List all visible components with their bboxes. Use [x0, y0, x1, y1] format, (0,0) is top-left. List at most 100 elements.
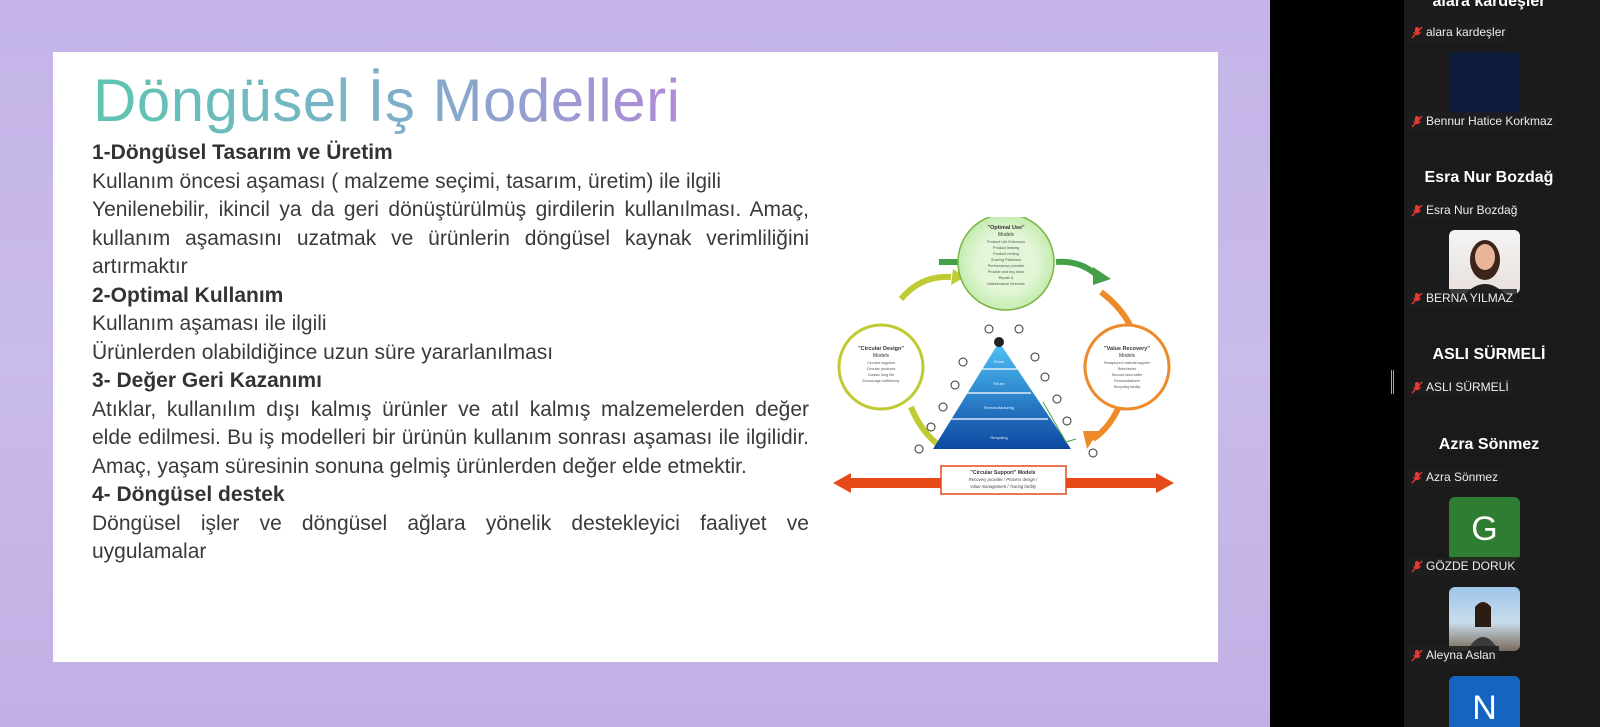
participant-initial-avatar[interactable]: G — [1449, 497, 1520, 561]
participant-tile[interactable]: Esra Nur Bozdağ — [1404, 201, 1600, 221]
participant-name-header: Azra Sönmez — [1438, 436, 1540, 453]
small-icon — [926, 422, 936, 432]
section-paragraph: Yenilenebilir, ikincil ya da geri dönüşt… — [92, 198, 809, 278]
pyramid-layer-label: Share — [994, 359, 1005, 364]
slide-title: Döngüsel İş Modelleri — [93, 67, 681, 134]
participant-name-header: ASLI SÜRMELİ — [1432, 346, 1546, 363]
circular-design-title: "Circular Design" — [858, 346, 904, 352]
optimal-use-item: Maintenance Services — [987, 282, 1024, 286]
participant-name-tag: GÖZDE DORUK — [1408, 557, 1520, 576]
circular-design-item: Encourage sufficiency — [862, 379, 899, 383]
participant-tile[interactable]: Azra Sönmez — [1404, 468, 1600, 488]
section-paragraph: Atıklar, kullanılım dışı kalmış ürünler … — [92, 397, 809, 478]
mic-muted-icon — [1411, 26, 1423, 39]
participant-name-tag: Bennur Hatice Korkmaz — [1408, 112, 1557, 131]
participant-video[interactable] — [1449, 52, 1520, 116]
value-recovery-item: Recaptured material supplier — [1104, 361, 1151, 365]
small-icon — [1040, 372, 1050, 382]
optimal-use-item: Performance provider — [988, 264, 1025, 268]
participant-tile[interactable]: Aleyna Aslan — [1404, 646, 1600, 666]
value-recovery-item: Remanufacturer — [1114, 379, 1141, 383]
circular-design-item: Circular products — [867, 367, 896, 371]
mic-muted-icon — [1411, 649, 1423, 662]
gutter — [1270, 0, 1404, 727]
small-icon — [1030, 352, 1040, 362]
arrow-head — [1083, 431, 1099, 449]
optimal-use-item: Sharing Platforms — [991, 258, 1021, 262]
circular-support-box — [940, 465, 1067, 495]
arrow-use-to-recovery — [1055, 258, 1102, 280]
small-icon — [984, 324, 994, 334]
arrow-orange-down — [1099, 289, 1134, 329]
value-recovery-item: Refurbisher — [1118, 367, 1137, 371]
mic-muted-icon — [1411, 204, 1423, 217]
participant-name-tag: ASLI SÜRMELİ — [1408, 378, 1513, 397]
small-icon — [958, 357, 968, 367]
mic-muted-icon — [1411, 381, 1423, 394]
circular-support-item: Value management / Tracing facility — [970, 484, 1037, 489]
participants-panel: alara kardeşler alara kardeşler Bennur H… — [1404, 0, 1600, 727]
value-recovery-circle — [1083, 323, 1171, 411]
small-icon — [950, 380, 960, 390]
participant-video[interactable] — [1449, 230, 1520, 294]
optimal-use-sub: Models — [998, 232, 1015, 238]
participant-avatar-photo — [1465, 240, 1505, 294]
participant-name: Bennur Hatice Korkmaz — [1426, 114, 1553, 128]
circular-design-item: Classic long life — [868, 373, 894, 377]
panel-resize-handle[interactable] — [1391, 370, 1394, 394]
participant-tile[interactable]: ASLI SÜRMELİ — [1404, 378, 1600, 398]
section-line: Ürünlerden olabildiğince uzun süre yarar… — [92, 340, 554, 364]
participant-name: alara kardeşler — [1426, 25, 1506, 39]
optimal-use-circle — [957, 217, 1055, 311]
section-line: Kullanım aşaması ile ilgili — [92, 312, 327, 335]
participant-name: Aleyna Aslan — [1426, 648, 1496, 662]
participant-tile[interactable]: Bennur Hatice Korkmaz — [1404, 112, 1600, 132]
slide-body: 1-Döngüsel Tasarım ve Üretim Kullanım ön… — [92, 139, 809, 567]
participant-name-tag: BERNA YILMAZ — [1408, 289, 1518, 308]
circular-business-model-diagram: "Optimal Use" Models Product Life Extens… — [833, 217, 1174, 495]
value-recovery-item: Second hand seller — [1112, 373, 1144, 377]
participant-video[interactable] — [1449, 587, 1520, 651]
small-icon — [1062, 416, 1072, 426]
value-recovery-item: Recycling facility — [1114, 385, 1141, 389]
arrow-design-to-use — [898, 273, 952, 301]
pyramid — [933, 342, 1071, 449]
small-icon — [914, 444, 924, 454]
participant-name: GÖZDE DORUK — [1426, 559, 1516, 573]
section-paragraph: Döngüsel işler ve döngüsel ağlara yöneli… — [92, 511, 809, 564]
participant-name: BERNA YILMAZ — [1426, 291, 1514, 305]
optimal-use-item: Product Life Extension — [987, 240, 1025, 244]
mic-muted-icon — [1411, 292, 1423, 305]
participant-tile[interactable]: alara kardeşler — [1404, 23, 1600, 43]
section-heading: 1-Döngüsel Tasarım ve Üretim — [92, 141, 393, 164]
person-icon — [994, 337, 1004, 347]
participant-name-header: alara kardeşler — [1432, 0, 1546, 10]
pyramid-layer-label: Remanufacturing — [984, 405, 1014, 410]
participant-initial-avatar[interactable]: N — [1449, 676, 1520, 727]
mic-muted-icon — [1411, 560, 1423, 573]
participant-name-header: Esra Nur Bozdağ — [1424, 169, 1554, 186]
arrow-head — [951, 269, 965, 285]
small-icon — [1088, 448, 1098, 458]
arrow-lime-bottom — [908, 405, 943, 450]
mic-muted-icon — [1411, 471, 1423, 484]
section-heading: 4- Döngüsel destek — [92, 483, 285, 506]
pyramid-layer-label: Recycling — [990, 435, 1007, 440]
participant-tile[interactable]: GÖZDE DORUK — [1404, 557, 1600, 577]
circular-support-item: Recovery provider / Process design / — [969, 477, 1038, 482]
small-icon — [938, 402, 948, 412]
optimal-use-item: Product renting — [993, 252, 1019, 256]
screen-share-area: Döngüsel İş Modelleri 1-Döngüsel Tasarım… — [0, 0, 1270, 727]
optimal-use-item: Product leasing — [993, 246, 1019, 250]
section-heading: 2-Optimal Kullanım — [92, 283, 284, 307]
participant-name-tag: Esra Nur Bozdağ — [1408, 201, 1522, 220]
participant-name-tag: Azra Sönmez — [1408, 468, 1503, 487]
pyramid-layer-label: Reuse — [993, 381, 1005, 386]
participant-tile[interactable]: BERNA YILMAZ — [1404, 289, 1600, 309]
participant-avatar-photo — [1467, 602, 1499, 651]
presentation-slide: Döngüsel İş Modelleri 1-Döngüsel Tasarım… — [53, 52, 1218, 662]
participant-name-tag: Aleyna Aslan — [1408, 646, 1500, 665]
circular-support-title: "Circular Support" Models — [970, 470, 1035, 476]
value-recovery-title: "Value Recovery" — [1104, 346, 1150, 352]
section-heading: 3- Değer Geri Kazanımı — [92, 369, 322, 392]
